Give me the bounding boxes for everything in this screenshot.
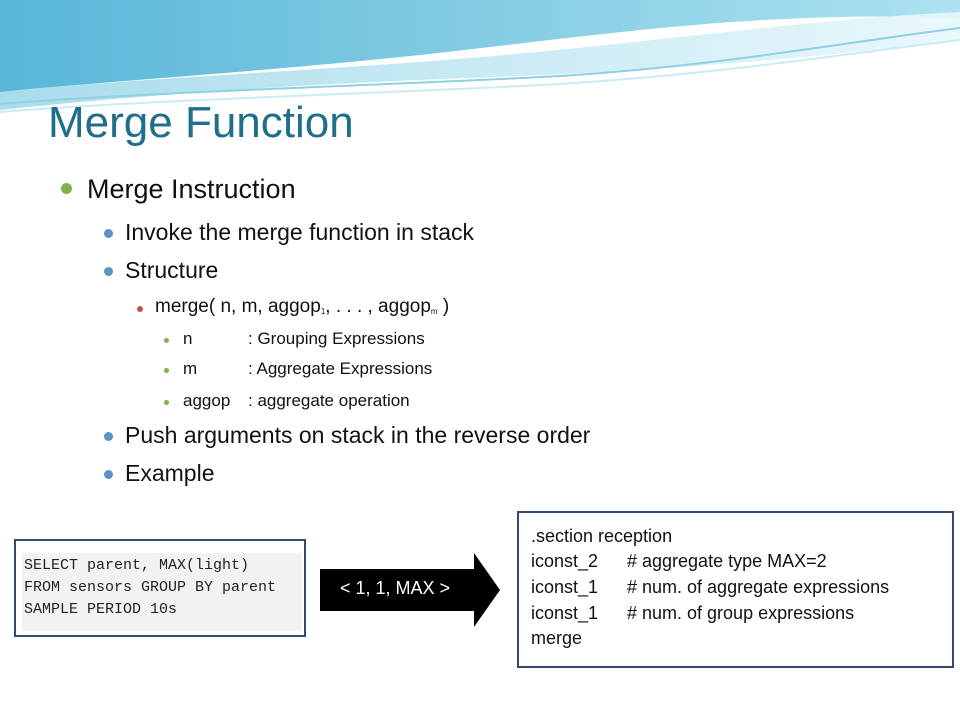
bullet-dot-level4: [164, 400, 169, 405]
asm-line: iconst_1 # num. of aggregate expressions: [531, 577, 889, 598]
bullet-dot-level2: [104, 470, 113, 479]
sql-line: SELECT parent, MAX(light): [24, 557, 250, 574]
asm-header: .section reception: [531, 526, 673, 546]
asm-comment: # num. of group expressions: [627, 603, 855, 623]
bullet-dot-level1: [61, 183, 72, 194]
bullet-dot-level4: [164, 338, 169, 343]
sql-line: FROM sensors GROUP BY parent: [24, 579, 277, 596]
sql-code-background: [22, 553, 302, 631]
sql-line: SAMPLE PERIOD 10s: [24, 601, 178, 618]
right-arrow-icon: [320, 553, 500, 627]
merge-signature: merge( n, m, aggop1, . . . , aggopm ): [155, 296, 449, 318]
merge-signature-suffix: ): [437, 296, 450, 317]
asm-instruction: iconst_1: [531, 577, 599, 597]
sql-code-box: [14, 539, 306, 637]
asm-line: iconst_1 # num. of group expressions: [531, 603, 854, 624]
bullet-dot-level4: [164, 368, 169, 373]
def-desc: : Grouping Expressions: [248, 329, 425, 348]
slide-title: Merge Function: [48, 98, 354, 147]
def-term: n: [183, 329, 193, 348]
def-desc: : Aggregate Expressions: [248, 359, 433, 378]
asm-instruction: iconst_2: [531, 551, 599, 571]
wave-header-decoration: [0, 0, 960, 113]
def-term: m: [183, 359, 198, 378]
asm-comment: # aggregate type MAX=2: [627, 551, 827, 571]
bullet-dot-level2: [104, 432, 113, 441]
def-term: aggop: [183, 391, 231, 410]
assembly-code-box: [517, 511, 954, 668]
asm-footer: merge: [531, 628, 583, 648]
def-desc: : aggregate operation: [248, 391, 410, 410]
merge-signature-sub-m: m: [430, 307, 438, 316]
bullet-example: Example: [125, 460, 215, 486]
bullet-dot-level2: [104, 229, 113, 238]
asm-comment: # num. of aggregate expressions: [627, 577, 890, 597]
bullet-push-arguments: Push arguments on stack in the reverse o…: [125, 422, 591, 448]
arrow-label: < 1, 1, MAX >: [340, 578, 451, 598]
merge-signature-prefix: merge( n, m, aggop: [155, 296, 321, 317]
merge-signature-mid: , . . . , aggop: [325, 296, 431, 317]
bullet-invoke-merge: Invoke the merge function in stack: [125, 219, 475, 245]
bullet-structure: Structure: [125, 257, 219, 283]
asm-instruction: iconst_1: [531, 603, 599, 623]
asm-line: iconst_2 # aggregate type MAX=2: [531, 551, 827, 572]
bullet-merge-instruction: Merge Instruction: [87, 174, 296, 204]
bullet-dot-level2: [104, 267, 113, 276]
bullet-dot-level3: [137, 306, 143, 312]
merge-signature-sub-1: 1: [320, 307, 326, 316]
